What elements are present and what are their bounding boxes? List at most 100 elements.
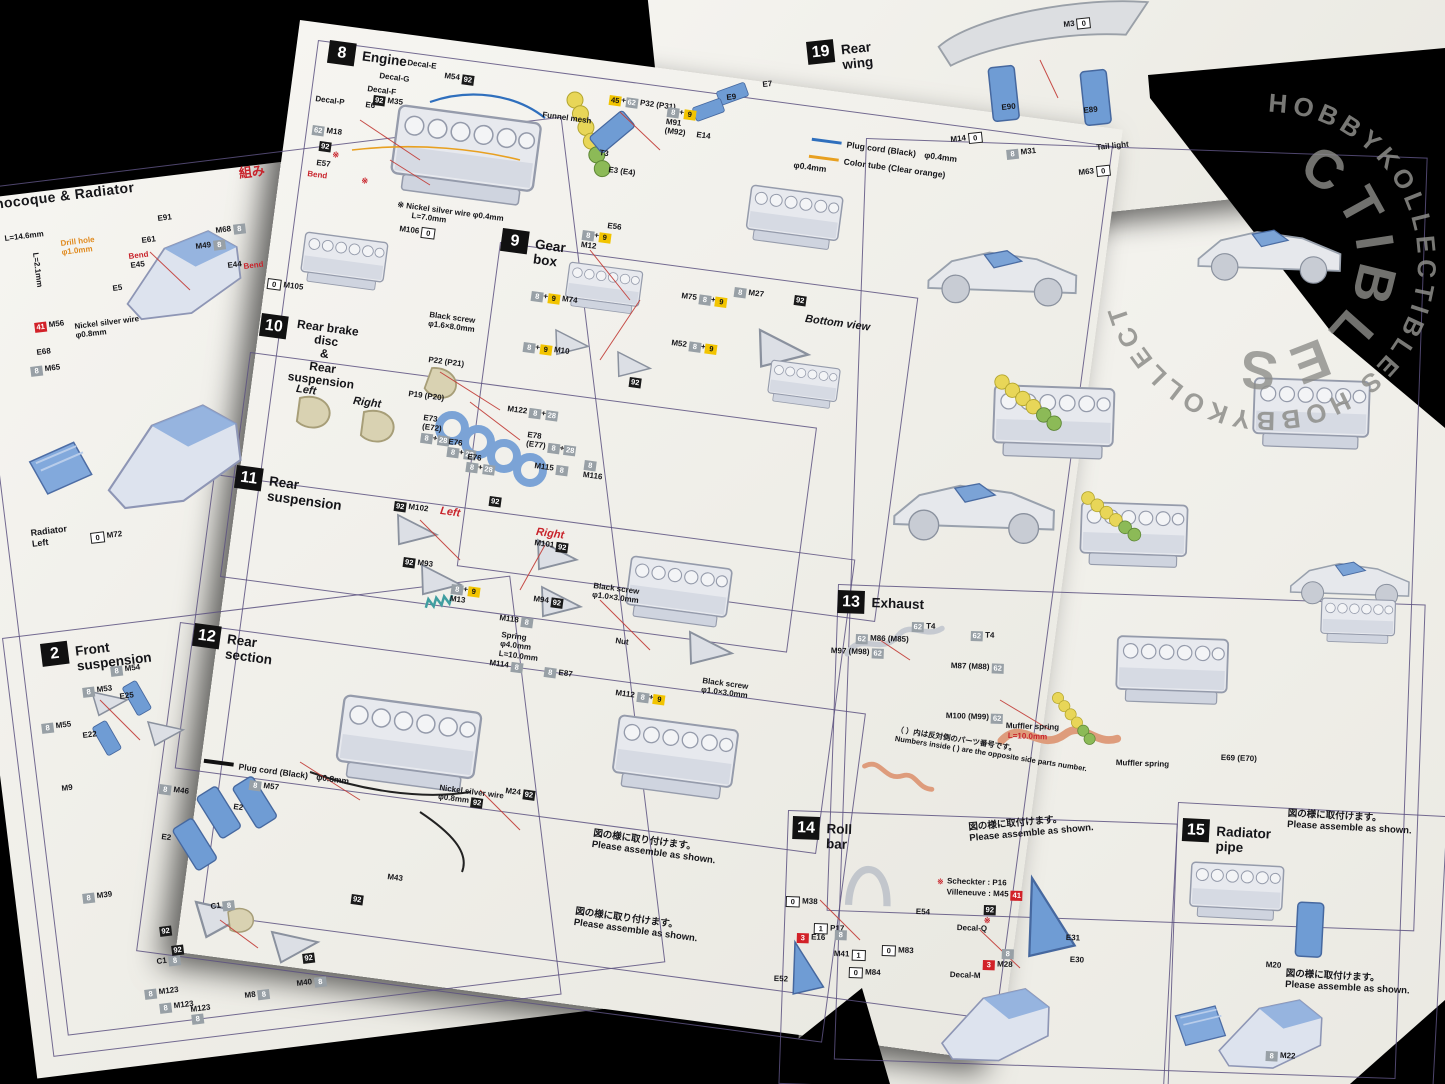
part-badge: 8 — [1265, 1050, 1278, 1062]
part-badge: 8 — [636, 691, 650, 704]
part-label: M63 0 — [1078, 164, 1111, 179]
part-label: L=10.0mm — [1007, 731, 1048, 742]
part-badge: 8 — [420, 432, 434, 445]
part-label: Bend — [306, 169, 328, 181]
part-label: 8 M39 — [82, 889, 113, 904]
part-label: Funnel mesh — [541, 110, 592, 126]
part-badge: 1 — [851, 949, 866, 962]
part-label: M20 — [1265, 960, 1282, 970]
part-badge: 92 — [628, 376, 642, 389]
part-badge: 92 — [350, 893, 364, 906]
part-badge: 0 — [967, 131, 983, 145]
part-label: M118 8 — [499, 613, 534, 629]
part-badge: 8 — [110, 665, 124, 677]
part-badge: 8 — [666, 106, 680, 119]
part-badge: 0 — [1076, 17, 1092, 30]
part-label: Right — [352, 395, 382, 411]
part-label: E9 — [726, 91, 737, 102]
part-label: E6 — [364, 100, 376, 111]
part-badge: 8 — [41, 722, 55, 734]
part-label: E44 — [227, 259, 243, 270]
part-label: 図の様に取付けます。Please assemble as shown. — [968, 813, 1095, 845]
part-label: M24 92 — [504, 786, 536, 801]
part-label: E30 — [1069, 955, 1085, 965]
part-label: 8+9 M10 — [522, 341, 570, 358]
part-label: （ ）内は反対側のパーツ番号です。Numbers inside ( ) are … — [894, 725, 1088, 774]
part-label: E22 — [82, 729, 98, 740]
part-badge: 0 — [881, 945, 896, 957]
part-label: M94 92 — [532, 594, 564, 609]
part-badge: 62 — [855, 633, 868, 645]
part-badge: 9 — [539, 344, 553, 356]
part-label: ※ Scheckter : P16 Villeneuve : M45 41 — [935, 876, 1023, 902]
part-badge: 8 — [82, 686, 96, 698]
part-badge: 8 — [546, 443, 561, 455]
part-badge: 92 — [402, 556, 416, 569]
part-badge: 8 — [465, 462, 479, 474]
part-label: 8 — [834, 929, 847, 941]
part-badge: 92 — [461, 74, 475, 86]
part-label: T3 — [598, 148, 610, 159]
part-label: M106 0 — [399, 224, 436, 240]
part-badge: 92 — [555, 541, 569, 554]
part-label: P19 (P20) — [407, 389, 445, 403]
part-label: 8 M57 — [248, 779, 280, 794]
part-badge: 3 — [796, 932, 809, 944]
part-badge: 8 — [530, 290, 544, 303]
part-badge: 0 — [266, 278, 282, 291]
part-badge: 8 — [82, 892, 96, 904]
part-badge: 92 — [302, 952, 316, 964]
part-badge: 8 — [212, 239, 226, 251]
part-badge: 9 — [714, 296, 728, 309]
part-label: 62 M18 — [311, 124, 343, 137]
part-label: 92 — [350, 893, 364, 906]
part-badge: 62 — [990, 713, 1004, 724]
part-badge: 0 — [785, 896, 800, 908]
part-label: E69 (E70) — [1220, 753, 1258, 764]
part-label: 62 T4 — [970, 630, 995, 642]
part-badge: 28 — [481, 464, 496, 477]
part-label: M52 8+9 — [671, 338, 719, 356]
part-badge: 92 — [522, 789, 536, 801]
part-label: M49 8 — [195, 238, 226, 253]
part-label: C1 8 — [156, 954, 182, 968]
part-badge: 8 — [520, 616, 534, 629]
part-badge: 0 — [90, 531, 106, 544]
part-badge: 92 — [983, 904, 996, 916]
part-label: 0 M105 — [266, 278, 304, 294]
part-label: 8 M55 — [41, 719, 72, 734]
part-label: M3 0 — [1063, 17, 1092, 31]
part-label: Bottom view — [804, 313, 871, 334]
part-badge: 45 — [608, 94, 622, 107]
part-label: M9 — [61, 782, 74, 793]
part-label: ※ — [360, 176, 369, 186]
part-label: 図の様に取付けます。Please assemble as shown. — [1284, 968, 1410, 997]
part-label: E91 — [157, 212, 173, 223]
part-label: 図の様に取付けます。Please assemble as shown. — [1286, 808, 1412, 837]
part-badge: 8 — [248, 779, 262, 792]
part-label: E78(E77) 8+28 — [525, 430, 577, 457]
part-label: 8 M22 — [1265, 1050, 1296, 1063]
part-label: E68 — [36, 346, 52, 357]
part-label: M100 (M99) 62 — [945, 711, 1004, 724]
part-label: 8 M27 — [733, 286, 765, 301]
part-badge: 8 — [450, 583, 464, 596]
part-label: M8 8 — [244, 988, 271, 1002]
part-label: 8 M123 — [159, 999, 194, 1014]
part-label: 3 M28 — [982, 959, 1013, 971]
part-badge: 9 — [652, 694, 666, 706]
part-label: E57 — [315, 158, 332, 169]
part-label: M68 8 — [215, 222, 246, 237]
part-label: M43 — [386, 872, 404, 883]
part-label: E2 — [160, 832, 172, 843]
part-label: Decal-G — [378, 71, 410, 84]
part-label: C1 8 — [210, 899, 236, 913]
part-label: E3 (E4) — [607, 165, 636, 178]
part-label: M101 92 — [533, 538, 569, 554]
part-badge: 92 — [550, 597, 564, 609]
part-label: M122 8+28 — [506, 404, 559, 422]
part-badge: 8 — [257, 988, 271, 1001]
